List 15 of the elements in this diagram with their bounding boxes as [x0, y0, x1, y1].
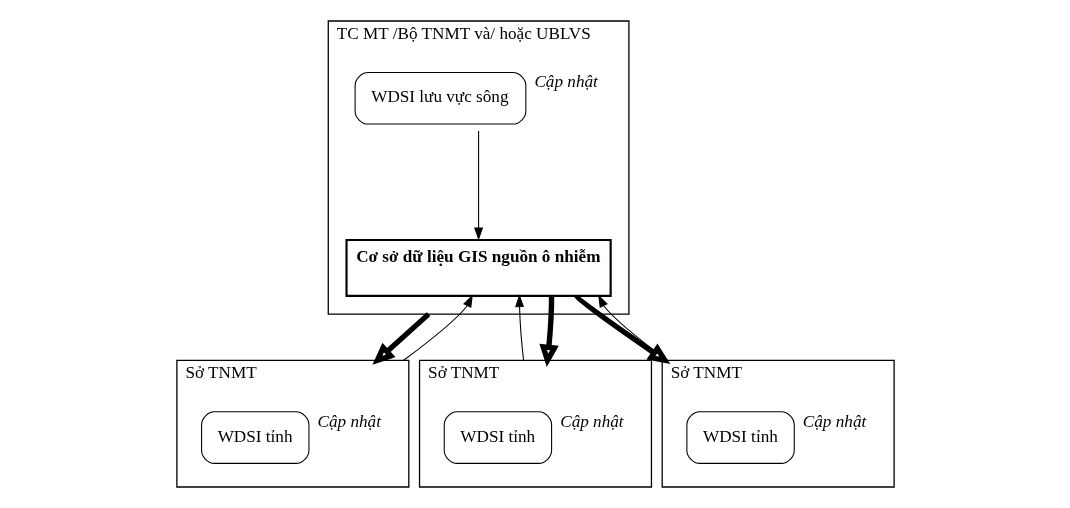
arrow	[371, 312, 430, 365]
node-label: Cập nhật	[559, 411, 624, 431]
node-label: Cập nhật	[802, 411, 866, 431]
node-label: Cập nhật	[317, 411, 381, 431]
arrow	[538, 295, 559, 367]
node-box: Cơ sở dữ liệu GIS nguồn ô nhiễm	[344, 238, 612, 297]
arrow	[573, 294, 670, 365]
node-label: Cập nhật	[533, 72, 598, 92]
arrow	[473, 130, 483, 241]
node-box: WDSI tỉnh	[443, 411, 552, 464]
node-box: WDSI lưu vực sông	[354, 72, 526, 125]
arrow	[514, 294, 524, 361]
node-box: WDSI tỉnh	[200, 411, 309, 464]
node-box: WDSI tỉnh	[685, 411, 795, 464]
arrow	[402, 294, 473, 361]
